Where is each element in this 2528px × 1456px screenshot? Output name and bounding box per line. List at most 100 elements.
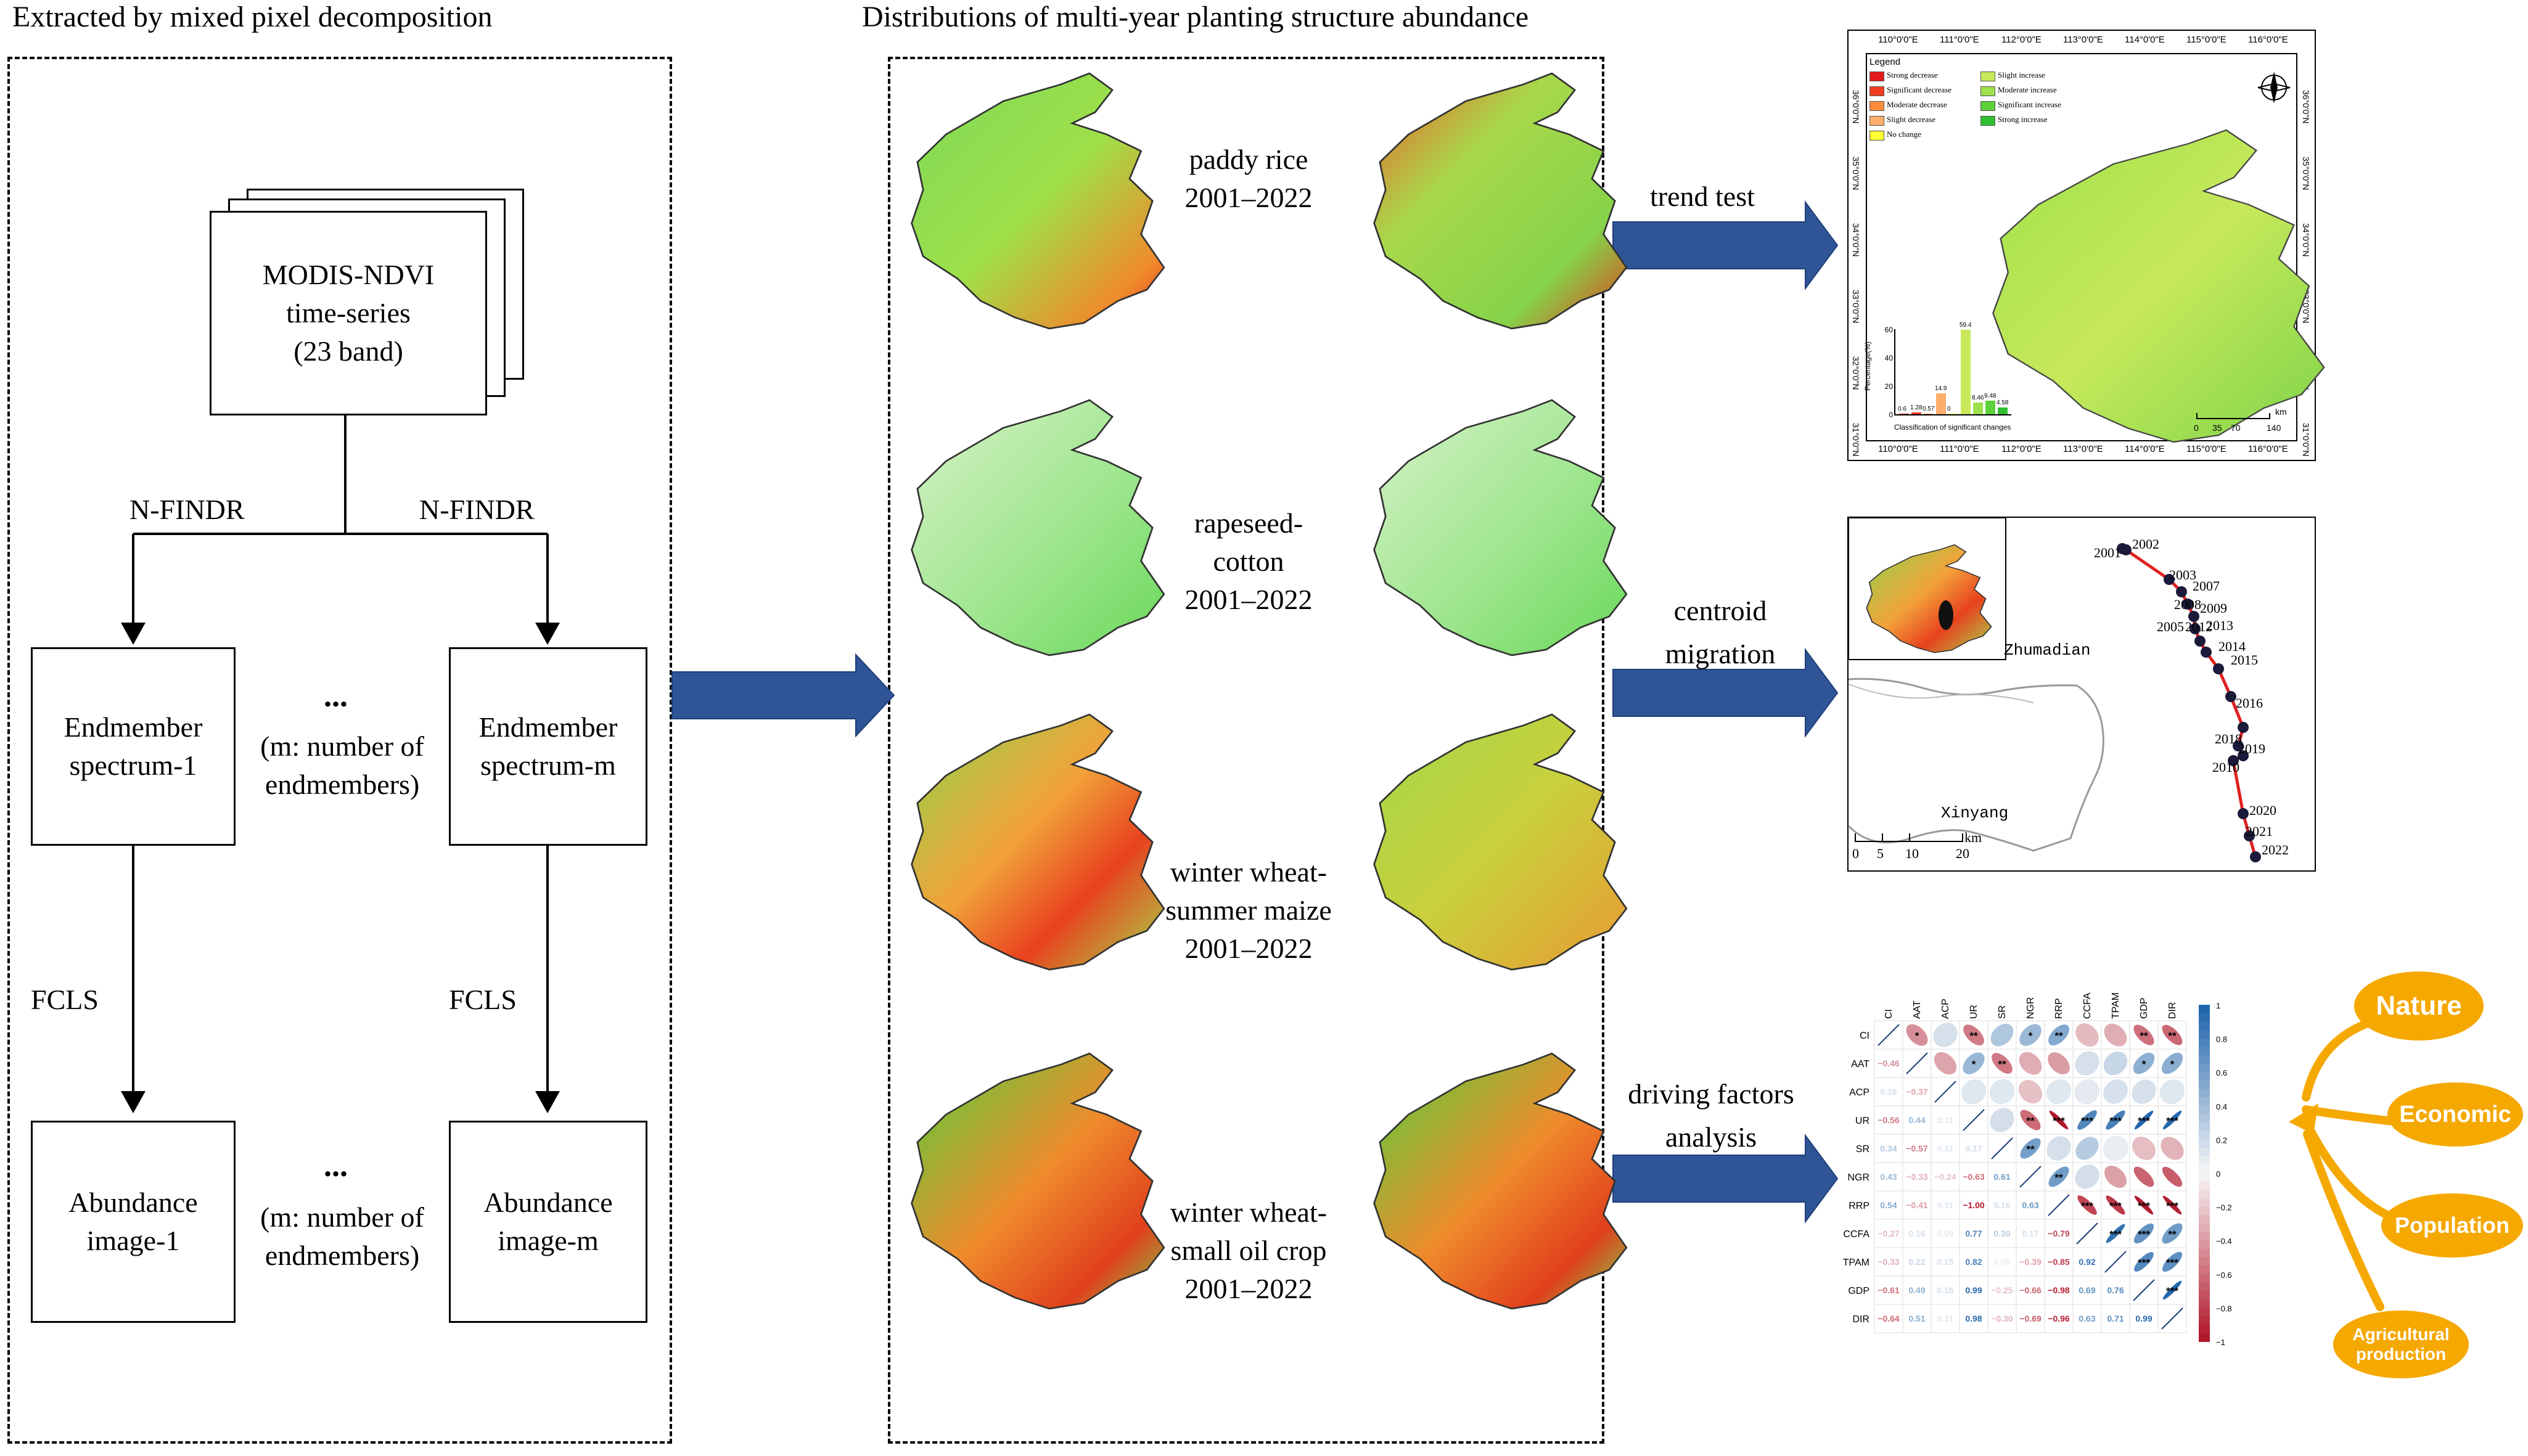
corr-ellipse bbox=[2048, 1166, 2069, 1187]
corr-significance: ** bbox=[2168, 1229, 2177, 1240]
corr-ellipse bbox=[2077, 1195, 2097, 1215]
corr-ellipse bbox=[2048, 1024, 2070, 1046]
corr-scale-step bbox=[2199, 1089, 2210, 1098]
corr-diagonal bbox=[2133, 1279, 2155, 1301]
corr-ellipse bbox=[2162, 1110, 2182, 1130]
corr-scale-step bbox=[2199, 1097, 2210, 1106]
corr-scale-step bbox=[2199, 1156, 2210, 1166]
corr-scale-step bbox=[2199, 1223, 2210, 1233]
modis-ndvi-box: MODIS-NDVI time-series (23 band) bbox=[210, 211, 487, 415]
corr-value: −0.63 bbox=[1963, 1172, 1985, 1182]
corr-col-header: AAT bbox=[1912, 1000, 1923, 1019]
corr-row-header: CI bbox=[1860, 1031, 1869, 1041]
corr-significance: ** bbox=[1969, 1030, 1978, 1042]
corr-value: −0.64 bbox=[1878, 1314, 1900, 1323]
corr-scale-step bbox=[2199, 1105, 2210, 1115]
centroid-year-label: 2003 bbox=[2169, 567, 2196, 583]
corr-scale-tick: −0.2 bbox=[2216, 1203, 2232, 1213]
corr-row-header: GDP bbox=[1848, 1286, 1869, 1296]
lon-tick: 113°0'0"E bbox=[2063, 444, 2103, 454]
corr-value: 0.06 bbox=[1993, 1257, 2010, 1267]
corr-ellipse bbox=[2049, 1110, 2069, 1130]
hist-bar-label: 9.48 bbox=[1984, 393, 1997, 400]
lon-tick: 110°0'0"E bbox=[1878, 444, 1918, 454]
corr-scale-step bbox=[2199, 1274, 2210, 1283]
corr-significance: *** bbox=[2109, 1200, 2122, 1212]
centroid-year-label: 2021 bbox=[2246, 824, 2273, 839]
centroid-point bbox=[2213, 663, 2224, 674]
corr-value: 0.92 bbox=[2079, 1257, 2095, 1267]
modis-line-3: (23 band) bbox=[293, 335, 403, 367]
corr-ellipse bbox=[2134, 1252, 2154, 1272]
m-note-line-2: endmembers) bbox=[265, 769, 420, 800]
arrow-centroid bbox=[1612, 647, 1839, 738]
lon-tick: 112°0'0"E bbox=[2001, 35, 2042, 45]
corr-scale-step bbox=[2199, 1232, 2210, 1241]
corr-ellipse bbox=[2019, 1024, 2042, 1046]
corr-ellipse bbox=[1933, 1023, 1958, 1047]
endm-line-2: spectrum-m bbox=[480, 750, 616, 781]
driving-line-1: driving factors bbox=[1628, 1078, 1794, 1110]
lon-tick: 114°0'0"E bbox=[2125, 35, 2165, 45]
corr-row-header: CCFA bbox=[1843, 1229, 1869, 1240]
corr-value: 0.43 bbox=[1880, 1172, 1897, 1182]
abund1-line-2: image-1 bbox=[86, 1225, 180, 1256]
corr-ellipse bbox=[2133, 1025, 2154, 1045]
corr-scale-step bbox=[2199, 1164, 2210, 1174]
corr-ellipse bbox=[1934, 1052, 1957, 1075]
corr-significance: *** bbox=[2081, 1115, 2093, 1127]
hist-bar bbox=[1936, 393, 1946, 414]
corr-scale-step bbox=[2199, 1038, 2210, 1048]
corr-ellipse bbox=[2106, 1110, 2125, 1130]
left-panel-frame bbox=[7, 57, 672, 1444]
corr-scale-step bbox=[2199, 1190, 2210, 1199]
corr-ellipse bbox=[2162, 1025, 2183, 1045]
corr-col-header: TPAM bbox=[2111, 992, 2121, 1019]
corr-diagonal bbox=[2104, 1251, 2127, 1273]
corr-ellipse bbox=[2159, 1079, 2185, 1105]
legend-label: Strong increase bbox=[1998, 115, 2048, 124]
corr-scale-tick: 0 bbox=[2216, 1169, 2220, 1179]
corr-significance: * bbox=[2142, 1058, 2146, 1070]
corr-diagonal bbox=[1963, 1109, 1985, 1131]
corr-scale-step bbox=[2199, 1055, 2210, 1065]
corr-diagonal bbox=[1878, 1024, 1900, 1046]
centroid-point bbox=[2201, 647, 2212, 658]
corr-significance: ** bbox=[2054, 1172, 2063, 1184]
corr-ellipse bbox=[2104, 1023, 2127, 1047]
m-note-endmember: (m: number of endmembers) bbox=[244, 727, 441, 804]
corr-significance: *** bbox=[2138, 1200, 2150, 1212]
corr-ellipse bbox=[2075, 1051, 2099, 1076]
corr-ellipse bbox=[1961, 1079, 1987, 1105]
legend-swatch bbox=[1980, 72, 1995, 81]
m-note-abundance: (m: number of endmembers) bbox=[244, 1198, 441, 1275]
corr-scale-step bbox=[2199, 1123, 2210, 1132]
ellipsis-abundance: ... bbox=[324, 1148, 348, 1184]
middle-heading: Distributions of multi-year planting str… bbox=[862, 1, 1529, 33]
corr-scale-tick: 0.8 bbox=[2216, 1035, 2227, 1044]
corr-scale-tick: 1 bbox=[2216, 1001, 2220, 1010]
centroid-year-label: 2018 bbox=[2215, 731, 2242, 746]
corr-ellipse bbox=[1992, 1053, 2013, 1074]
centroid-year-label: 2005 bbox=[2157, 619, 2184, 634]
corr-value: −0.41 bbox=[1906, 1200, 1928, 1210]
corr-significance: ** bbox=[2140, 1030, 2148, 1042]
corr-value: 0.11 bbox=[1937, 1143, 1954, 1153]
corr-significance: ** bbox=[2168, 1030, 2177, 1042]
hist-ytick: 60 bbox=[1884, 325, 1893, 334]
corr-value: −0.24 bbox=[1934, 1172, 1956, 1182]
north-arrow bbox=[2257, 72, 2291, 104]
corr-scale-step bbox=[2199, 1307, 2210, 1317]
legend-swatch bbox=[1980, 86, 1995, 96]
abundm-line-1: Abundance bbox=[483, 1187, 613, 1218]
lon-tick: 116°0'0"E bbox=[2248, 35, 2288, 45]
centroid-year-label: 2001 bbox=[2094, 545, 2121, 560]
corr-value: 0.16 bbox=[1937, 1285, 1953, 1295]
corr-scale-step bbox=[2199, 1291, 2210, 1300]
corr-diagonal bbox=[2076, 1222, 2098, 1245]
hist-bar-label: 0.6 bbox=[1898, 405, 1906, 412]
abund1-line-1: Abundance bbox=[68, 1187, 198, 1218]
